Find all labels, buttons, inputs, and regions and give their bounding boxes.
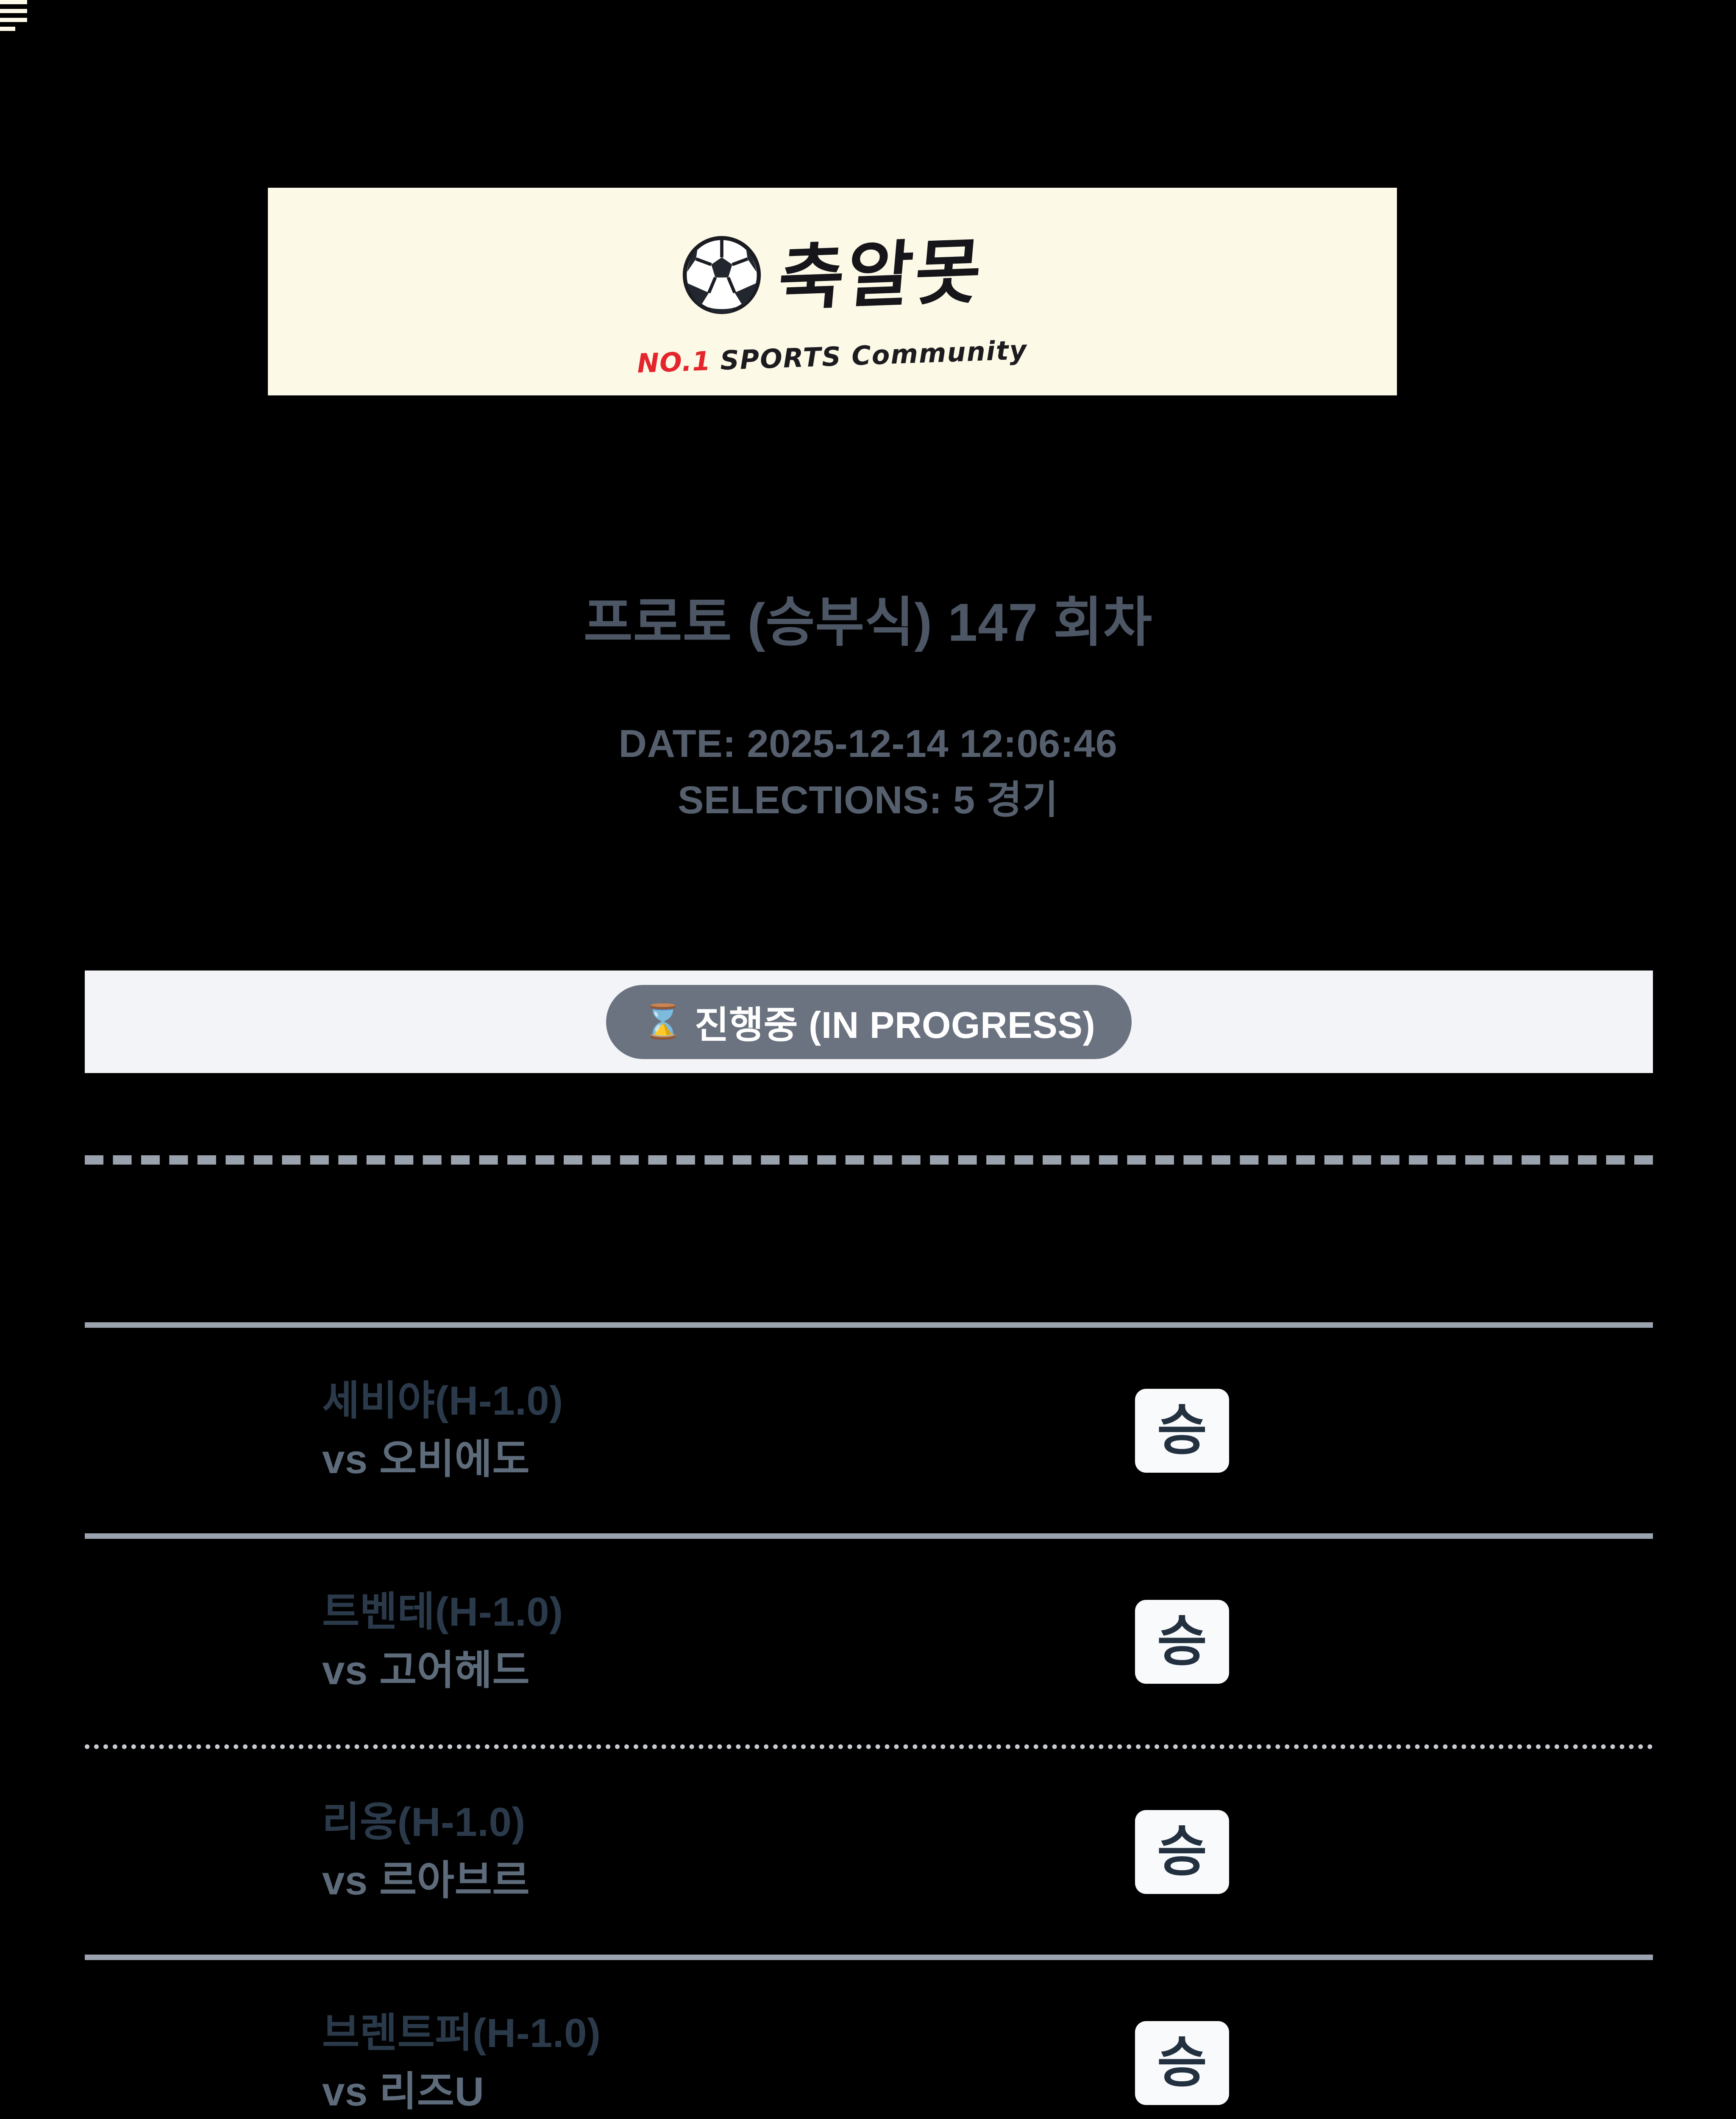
pick-badge: 승 bbox=[1135, 1388, 1229, 1473]
pick-badge-label: 승 bbox=[1157, 2032, 1207, 2093]
page-title: 프로토 (승부식) 147 회차 bbox=[583, 592, 1153, 652]
hamburger-bar bbox=[0, 0, 27, 4]
away-team-label: vs 리즈U bbox=[322, 2069, 484, 2114]
header-block: 프로토 (승부식) 147 회차 DATE: 2025-12-14 12:06:… bbox=[85, 593, 1651, 829]
table-row[interactable]: 리옹(H-1.0) vs 르아브르 승 bbox=[85, 1749, 1653, 1955]
hamburger-bar bbox=[0, 27, 15, 31]
ticket-date: DATE: 2025-12-14 12:06:46 bbox=[618, 722, 1118, 765]
hamburger-bar bbox=[0, 18, 27, 22]
away-team-label: vs 르아브르 bbox=[322, 1858, 530, 1903]
ticket-meta: DATE: 2025-12-14 12:06:46 SELECTIONS: 5 … bbox=[85, 716, 1651, 829]
status-divider bbox=[85, 1155, 1653, 1165]
match-teams: 브렌트퍼(H-1.0) vs 리즈U bbox=[322, 2009, 1135, 2116]
logo-tagline: NO.1 SPORTS Community bbox=[637, 334, 1028, 378]
status-badge-label: 진행중 (IN PROGRESS) bbox=[694, 1004, 1096, 1046]
match-divider bbox=[85, 1744, 1653, 1749]
pick-badge: 승 bbox=[1135, 1810, 1229, 1894]
match-teams: 리옹(H-1.0) vs 르아브르 bbox=[322, 1798, 1135, 1905]
away-team-label: vs 고어헤드 bbox=[322, 1647, 530, 1693]
match-divider bbox=[85, 1533, 1653, 1539]
pick-badge: 승 bbox=[1135, 1599, 1229, 1684]
match-divider bbox=[85, 1322, 1653, 1328]
pick-badge: 승 bbox=[1135, 2021, 1229, 2105]
hamburger-menu-icon[interactable] bbox=[0, 0, 27, 31]
logo-sports-text: SPORTS Community bbox=[720, 334, 1028, 376]
match-list: 세비야(H-1.0) vs 오비에도 승 트벤테(H-1.0) vs 고어헤드 … bbox=[85, 1322, 1653, 2119]
match-teams: 세비야(H-1.0) vs 오비에도 bbox=[322, 1377, 1135, 1484]
pick-badge-label: 승 bbox=[1157, 1400, 1207, 1461]
table-row[interactable]: 브렌트퍼(H-1.0) vs 리즈U 승 bbox=[85, 1960, 1653, 2119]
status-panel: ⌛ 진행중 (IN PROGRESS) bbox=[85, 971, 1653, 1073]
home-team-label: 브렌트퍼(H-1.0) bbox=[322, 2011, 601, 2056]
match-divider bbox=[85, 1955, 1653, 1960]
pick-badge-label: 승 bbox=[1157, 1821, 1207, 1882]
hourglass-icon: ⌛ bbox=[642, 1003, 684, 1041]
pick-badge-label: 승 bbox=[1157, 1611, 1207, 1672]
home-team-label: 트벤테(H-1.0) bbox=[322, 1589, 563, 1635]
match-teams: 트벤테(H-1.0) vs 고어헤드 bbox=[322, 1588, 1135, 1695]
site-logo-banner[interactable]: 축알못 NO.1 SPORTS Community bbox=[268, 188, 1397, 395]
soccer-ball-icon bbox=[683, 236, 761, 314]
logo-no1-text: NO.1 bbox=[637, 345, 712, 379]
table-row[interactable]: 트벤테(H-1.0) vs 고어헤드 승 bbox=[85, 1539, 1653, 1744]
logo-row: 축알못 bbox=[682, 211, 987, 339]
away-team-label: vs 오비에도 bbox=[322, 1436, 530, 1482]
table-row[interactable]: 세비야(H-1.0) vs 오비에도 승 bbox=[85, 1328, 1653, 1533]
ticket-selections: SELECTIONS: 5 경기 bbox=[677, 778, 1059, 822]
home-team-label: 세비야(H-1.0) bbox=[322, 1378, 563, 1424]
status-badge: ⌛ 진행중 (IN PROGRESS) bbox=[606, 984, 1132, 1059]
hamburger-bar bbox=[0, 9, 27, 13]
home-team-label: 리옹(H-1.0) bbox=[322, 1799, 526, 1845]
logo-brand-text: 축알못 bbox=[775, 230, 988, 320]
